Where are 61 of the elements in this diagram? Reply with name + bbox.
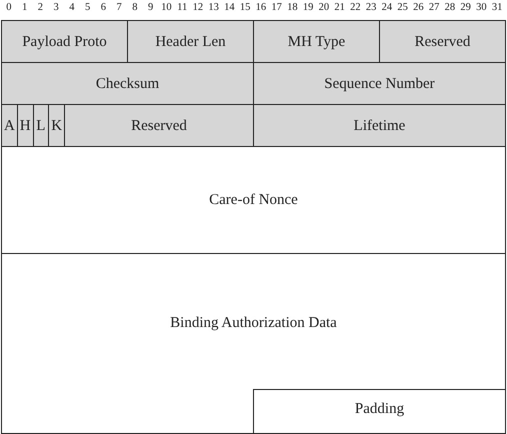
field-label: Header Len (155, 32, 226, 50)
field-label: Checksum (96, 74, 160, 92)
field-box (1, 104, 18, 147)
field-label: Care-of Nonce (209, 191, 298, 209)
bit-number: 9 (147, 2, 154, 13)
bit-number: 27 (428, 2, 440, 13)
field-box (253, 20, 380, 63)
bit-number: 28 (444, 2, 456, 13)
bit-number: 21 (333, 2, 346, 13)
field-box (1, 146, 506, 254)
bit-number: 13 (207, 2, 220, 13)
bit-number: 14 (223, 2, 236, 13)
bit-number: 22 (349, 2, 362, 13)
field-label: Reserved (131, 116, 187, 134)
field-label: Reserved (414, 32, 470, 50)
field-box (379, 20, 506, 63)
field-label: Binding Authorization Data (170, 314, 337, 332)
bit-number: 24 (380, 2, 394, 13)
field-label: Sequence Number (324, 74, 435, 92)
bit-number: 17 (270, 2, 283, 13)
bit-number: 30 (475, 2, 488, 13)
bit-number: 19 (302, 2, 314, 13)
field-label: H (20, 116, 31, 134)
field-box (1, 20, 128, 63)
bit-number: 15 (238, 2, 252, 13)
bit-number: 8 (131, 2, 139, 13)
field-label: A (4, 116, 15, 134)
field-box (16, 104, 34, 147)
bit-number: 12 (192, 2, 204, 13)
field-box (253, 389, 506, 434)
field-label: L (36, 116, 46, 134)
bit-number: 0 (5, 2, 13, 13)
bit-number: 1 (21, 2, 28, 13)
field-box (64, 104, 254, 147)
bit-number: 4 (68, 2, 76, 13)
bit-number: 23 (364, 2, 378, 13)
bit-number: 10 (160, 2, 173, 13)
field-label: MH Type (288, 32, 346, 50)
field-label: Payload Proto (22, 32, 107, 50)
bit-number: 11 (176, 2, 188, 13)
bit-number: 2 (36, 2, 44, 13)
bit-number: 25 (396, 2, 409, 13)
field-box (127, 20, 254, 63)
bit-number: 29 (459, 2, 472, 13)
bit-number: 7 (116, 2, 123, 13)
bit-number: 3 (52, 2, 60, 13)
bit-number: 18 (286, 2, 299, 13)
field-box (253, 62, 506, 105)
field-box (253, 104, 506, 147)
bit-number: 20 (318, 2, 330, 13)
bit-number: 26 (412, 2, 425, 13)
field-box (1, 62, 254, 105)
field-box (48, 104, 65, 147)
field-box (1, 253, 506, 434)
field-label: Lifetime (354, 116, 406, 134)
bit-number: 6 (100, 2, 108, 13)
field-label: Padding (354, 400, 404, 418)
bit-number: 31 (490, 2, 504, 13)
field-label: K (51, 116, 62, 134)
bit-number: 16 (254, 2, 268, 13)
bit-number: 5 (84, 2, 92, 13)
